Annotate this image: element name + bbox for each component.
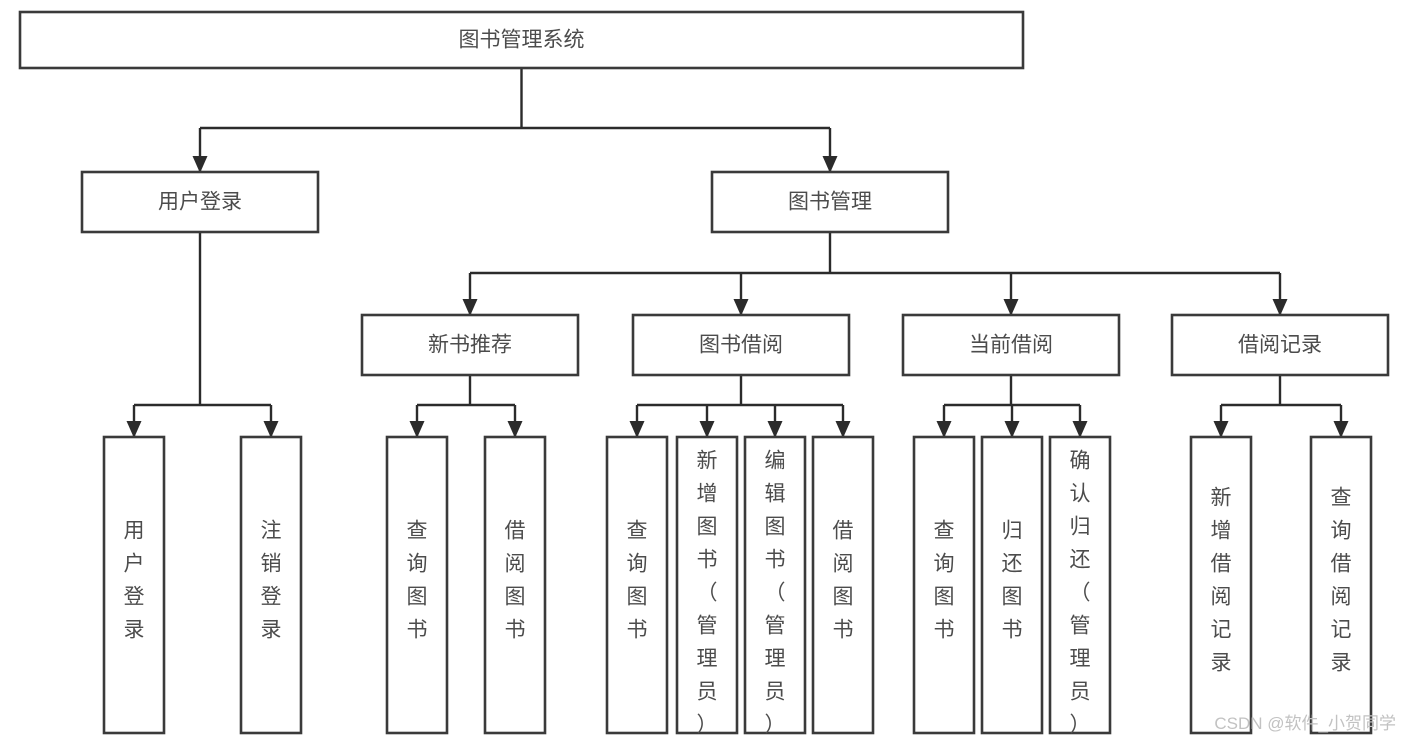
node-current-borrow[interactable]: 当前借阅 xyxy=(901,313,1121,377)
node-leaf-edit-book[interactable]: 编辑图书（管理员） xyxy=(743,435,807,737)
node-box-root xyxy=(18,10,1025,70)
node-box-user-login xyxy=(80,170,320,234)
connector-current-borrow xyxy=(936,375,1088,438)
node-box-leaf-logout-login xyxy=(239,435,303,735)
node-label-leaf-edit-book: 编辑图书（管理员） xyxy=(765,450,786,737)
node-box-leaf-borrow-book-recommend xyxy=(483,435,547,735)
arrow-head-leaf-query-book-current xyxy=(936,421,952,438)
node-box-leaf-query-borrow-record xyxy=(1309,435,1373,735)
node-label-leaf-logout-login: 注销登录 xyxy=(261,520,282,642)
node-box-new-book-recommend xyxy=(360,313,580,377)
arrow-head-user-login xyxy=(192,156,208,173)
node-leaf-user-login[interactable]: 用户登录 xyxy=(102,435,166,735)
arrow-head-leaf-user-login xyxy=(126,421,142,438)
node-box-leaf-query-book-recommend xyxy=(385,435,449,735)
node-leaf-query-book-recommend[interactable]: 查询图书 xyxy=(385,435,449,735)
node-box-leaf-return-book xyxy=(980,435,1044,735)
node-new-book-recommend[interactable]: 新书推荐 xyxy=(360,313,580,377)
node-label-root: 图书管理系统 xyxy=(459,29,585,52)
node-label-leaf-add-borrow-record: 新增借阅记录 xyxy=(1211,487,1232,675)
node-leaf-logout-login[interactable]: 注销登录 xyxy=(239,435,303,735)
arrow-head-leaf-add-book xyxy=(699,421,715,438)
node-label-leaf-borrow-book: 借阅图书 xyxy=(833,520,854,642)
node-label-user-login: 用户登录 xyxy=(158,191,242,214)
node-leaf-confirm-return[interactable]: 确认归还（管理员） xyxy=(1048,435,1112,737)
connector-layer xyxy=(126,68,1349,438)
node-label-leaf-add-book: 新增图书（管理员） xyxy=(697,450,718,737)
node-leaf-add-borrow-record[interactable]: 新增借阅记录 xyxy=(1189,435,1253,735)
node-label-leaf-query-book-current: 查询图书 xyxy=(934,520,955,642)
node-label-leaf-confirm-return: 确认归还（管理员） xyxy=(1070,450,1091,737)
node-book-borrow[interactable]: 图书借阅 xyxy=(631,313,851,377)
arrow-head-leaf-query-book-recommend xyxy=(409,421,425,438)
connector-book-borrow xyxy=(629,375,851,438)
arrow-head-leaf-query-borrow-record xyxy=(1333,421,1349,438)
node-label-borrow-record: 借阅记录 xyxy=(1238,334,1322,357)
csdn-watermark: CSDN @软件_小贺同学 xyxy=(1214,714,1396,733)
node-label-leaf-query-book-borrow: 查询图书 xyxy=(627,520,648,642)
connector-borrow-record xyxy=(1213,375,1349,438)
arrow-head-current-borrow xyxy=(1003,299,1019,316)
node-borrow-record[interactable]: 借阅记录 xyxy=(1170,313,1390,377)
node-leaf-query-borrow-record[interactable]: 查询借阅记录 xyxy=(1309,435,1373,735)
arrow-head-leaf-add-borrow-record xyxy=(1213,421,1229,438)
node-box-leaf-edit-book xyxy=(743,435,807,735)
node-box-leaf-add-book xyxy=(675,435,739,735)
node-root[interactable]: 图书管理系统 xyxy=(18,10,1025,70)
node-label-leaf-query-book-recommend: 查询图书 xyxy=(407,520,428,642)
node-box-book-borrow xyxy=(631,313,851,377)
node-label-book-management: 图书管理 xyxy=(788,191,872,214)
node-box-leaf-confirm-return xyxy=(1048,435,1112,735)
node-user-login[interactable]: 用户登录 xyxy=(80,170,320,234)
node-layer: 图书管理系统用户登录图书管理新书推荐图书借阅当前借阅借阅记录用户登录注销登录查询… xyxy=(18,10,1390,737)
arrow-head-book-borrow xyxy=(733,299,749,316)
arrow-head-leaf-logout-login xyxy=(263,421,279,438)
connector-book-management xyxy=(462,232,1288,316)
node-box-book-management xyxy=(710,170,950,234)
node-book-management[interactable]: 图书管理 xyxy=(710,170,950,234)
node-label-book-borrow: 图书借阅 xyxy=(699,334,783,357)
arrow-head-book-management xyxy=(822,156,838,173)
node-label-current-borrow: 当前借阅 xyxy=(969,334,1053,357)
node-box-borrow-record xyxy=(1170,313,1390,377)
node-label-new-book-recommend: 新书推荐 xyxy=(428,334,512,357)
arrow-head-leaf-confirm-return xyxy=(1072,421,1088,438)
node-leaf-add-book[interactable]: 新增图书（管理员） xyxy=(675,435,739,737)
node-box-leaf-query-book-current xyxy=(912,435,976,735)
node-box-leaf-add-borrow-record xyxy=(1189,435,1253,735)
node-box-current-borrow xyxy=(901,313,1121,377)
arrow-head-leaf-query-book-borrow xyxy=(629,421,645,438)
node-label-leaf-user-login: 用户登录 xyxy=(124,520,145,642)
connector-root xyxy=(192,68,838,173)
node-leaf-return-book[interactable]: 归还图书 xyxy=(980,435,1044,735)
arrow-head-leaf-return-book xyxy=(1004,421,1020,438)
arrow-head-borrow-record xyxy=(1272,299,1288,316)
connector-new-book-recommend xyxy=(409,375,523,438)
node-label-leaf-query-borrow-record: 查询借阅记录 xyxy=(1331,487,1352,675)
node-label-leaf-return-book: 归还图书 xyxy=(1002,520,1023,642)
node-leaf-query-book-current[interactable]: 查询图书 xyxy=(912,435,976,735)
node-leaf-borrow-book[interactable]: 借阅图书 xyxy=(811,435,875,735)
node-leaf-query-book-borrow[interactable]: 查询图书 xyxy=(605,435,669,735)
node-box-leaf-borrow-book xyxy=(811,435,875,735)
node-label-leaf-borrow-book-recommend: 借阅图书 xyxy=(505,520,526,642)
node-box-leaf-query-book-borrow xyxy=(605,435,669,735)
connector-user-login xyxy=(126,232,279,438)
arrow-head-leaf-edit-book xyxy=(767,421,783,438)
node-box-leaf-user-login xyxy=(102,435,166,735)
arrow-head-new-book-recommend xyxy=(462,299,478,316)
arrow-head-leaf-borrow-book xyxy=(835,421,851,438)
node-leaf-borrow-book-recommend[interactable]: 借阅图书 xyxy=(483,435,547,735)
arrow-head-leaf-borrow-book-recommend xyxy=(507,421,523,438)
